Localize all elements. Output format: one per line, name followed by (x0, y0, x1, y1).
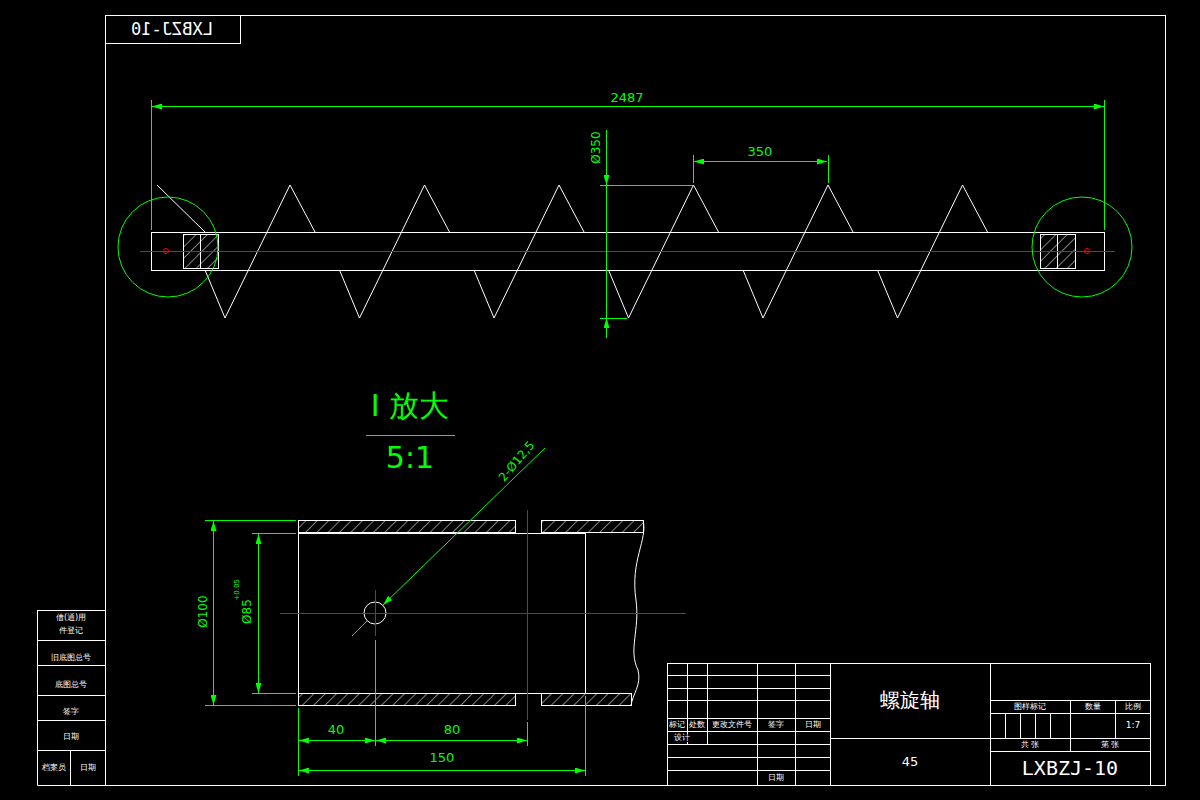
detail-circle (118, 197, 218, 297)
flight-edge (743, 270, 763, 318)
table-cell-text: 更改文件号 (711, 721, 753, 730)
dimension-text: 80 (443, 723, 462, 737)
flight-edge (828, 185, 853, 232)
table-cell-text: LXBZJ-10 (130, 20, 214, 39)
table-cell-text: 比例 (1124, 703, 1142, 712)
table-cell-text: 45 (901, 755, 920, 769)
flight-edge (474, 270, 494, 318)
table-cell-text: 签字 (767, 721, 785, 730)
table-cell-text: 日期 (62, 733, 80, 742)
table-cell-text: 螺旋轴 (879, 689, 941, 711)
table-cell-text: 图样标记 (1013, 703, 1047, 712)
dimension-text: 150 (429, 751, 456, 765)
table-cell-text: 标记 (668, 721, 686, 730)
table-cell-text: 数量 (1084, 703, 1102, 712)
table-cell-text: 底图总号 (54, 681, 88, 690)
center-line (140, 251, 1115, 252)
table-cell-text: 档案员 (41, 764, 67, 773)
dimensions (152, 100, 1105, 436)
table-cell-text: 日期 (804, 721, 822, 730)
table-cell-text: 日期 (79, 764, 97, 773)
dimension-text: 350 (747, 145, 774, 159)
table-cell-text: Ø100 (196, 595, 209, 629)
flight-edge (609, 270, 629, 318)
center-line (280, 510, 686, 720)
table-cell-text: 第 张 (1100, 741, 1121, 750)
frame (37, 16, 1166, 786)
table-cell-text: 件登记 (58, 627, 84, 636)
flight-edge (559, 185, 584, 232)
flight-edge (290, 185, 315, 232)
table-cell-text: 签字 (62, 708, 80, 717)
detail-dimensions (205, 448, 586, 776)
table-cell-text: 日期 (767, 774, 785, 783)
flight-edge (963, 185, 988, 232)
table-cell-text: Ø85 (240, 599, 253, 626)
flight-edge (694, 185, 719, 232)
flight-edge (425, 185, 450, 232)
table-cell-text: Ø350 (589, 131, 602, 165)
table-cell-text: 处数 (688, 721, 706, 730)
table-cell-text: 设计 (673, 734, 691, 743)
title-block (667, 663, 1151, 786)
table-cell-text: 1:7 (1125, 721, 1141, 731)
hole-mark (1085, 249, 1090, 254)
table-cell-text: LXBZJ-10 (1021, 757, 1119, 779)
table-cell-text: +0.05 (234, 578, 242, 601)
table-cell-text: 借(通)用 (55, 614, 87, 623)
flight-edge (878, 270, 898, 318)
table-cell-text: 旧底图总号 (50, 654, 92, 663)
table-cell-text: 共 张 (1020, 741, 1041, 750)
hole-mark (164, 249, 169, 254)
dimension-text: 40 (327, 723, 346, 737)
detail-circle (1032, 197, 1132, 297)
flight-edge (340, 270, 360, 318)
dimension-text: 2487 (609, 91, 644, 105)
dimension-text: 5:1 (385, 441, 435, 474)
table-cell-text: 2-Ø12,5 (496, 439, 538, 486)
dimension-text: I 放大 (370, 389, 450, 422)
